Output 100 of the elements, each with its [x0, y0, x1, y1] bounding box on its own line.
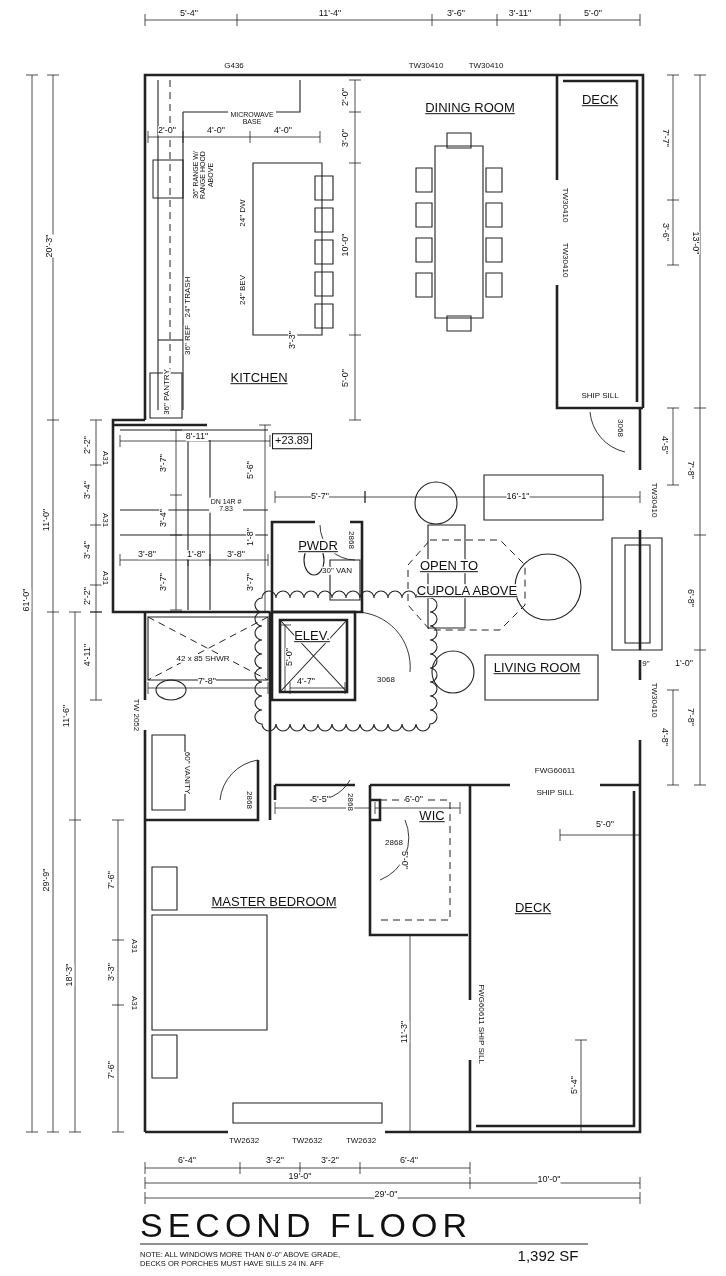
room-label: DINING ROOM [425, 101, 515, 115]
plan-label: TW30410 [560, 187, 570, 223]
room-label: OPEN TO [420, 559, 478, 573]
plan-label: SHIP SILL [581, 391, 619, 401]
dimension-label: 6'-0" [405, 795, 423, 805]
dimension-label: 3'-8" [138, 550, 156, 560]
dimension-label: 29'-0" [374, 1190, 398, 1200]
dimension-label: 4'-0" [274, 126, 292, 136]
dimension-label: 11'-0" [42, 508, 52, 532]
dimension-label: 3'-2" [321, 1156, 339, 1166]
dimension-label: 5'-0" [285, 648, 295, 666]
plan-label: TW30410 [468, 61, 504, 71]
dimension-label: 16'-1" [506, 492, 530, 502]
dimension-label: 2'-0" [341, 88, 351, 106]
dimension-label: 3'-6" [447, 9, 465, 19]
dimension-label: 4'-5" [659, 436, 669, 454]
dimension-label: 4'-8" [659, 728, 669, 746]
dimension-label: 3'-4" [83, 481, 93, 499]
dimension-label: 2'-0" [158, 126, 176, 136]
plan-label: 2868 [345, 793, 355, 811]
elevation-tag: +23.89 [272, 433, 312, 449]
plan-label: A31 [100, 570, 110, 586]
dimension-label: 3'-2" [266, 1156, 284, 1166]
dimension-label: 4'-7" [297, 677, 315, 687]
dimension-label: 11'-4" [318, 9, 342, 19]
plan-label: 3068 [615, 419, 625, 437]
room-label: LIVING ROOM [493, 661, 581, 675]
plan-label: 24" BEV [238, 275, 248, 305]
dimension-label: 20'-3" [45, 234, 55, 258]
plan-label: TW30410 [408, 61, 444, 71]
dimension-label: 3'-8" [227, 550, 245, 560]
plan-label: FWG60611 SHIP SILL [476, 984, 486, 1064]
plan-label: 2868 [244, 791, 254, 809]
plan-label: A31 [129, 938, 139, 954]
drawing-title: SECOND FLOOR [140, 1206, 473, 1245]
dimension-label: 7'-8" [198, 677, 216, 687]
room-label: MASTER BEDROOM [211, 895, 337, 909]
dimension-label: 6'-8" [685, 589, 695, 607]
dimension-label: 3'-7" [159, 573, 169, 591]
dimension-label: 5'-5" [312, 795, 330, 805]
plan-label: 60" VANITY [182, 751, 192, 795]
dimension-label: 7'-8" [685, 708, 695, 726]
plan-label: TW2632 [291, 1136, 323, 1146]
dimension-label: 10'-0" [537, 1175, 561, 1185]
room-label: CUPOLA ABOVE [416, 584, 518, 598]
dimension-label: 4'-11" [83, 643, 93, 667]
dimension-label: 5'-0" [584, 9, 602, 19]
plan-label: SHIP SILL [536, 788, 574, 798]
plan-label: A31 [100, 512, 110, 528]
room-label: WIC [419, 809, 445, 823]
dimension-label: 1'-0" [675, 659, 693, 669]
dimension-label: 10'-0" [341, 233, 351, 257]
plan-label: 9" [642, 659, 650, 669]
plan-label: 24" DW [238, 199, 248, 227]
plan-label: 36" PANTRY [162, 369, 172, 415]
dimension-label: 4'-0" [207, 126, 225, 136]
room-label: ELEV. [294, 629, 330, 643]
plan-label: 24" TRASH [183, 276, 193, 318]
dimension-label: 18'-3" [65, 963, 75, 987]
plan-label: TW30410 [649, 682, 659, 718]
room-label: PWDR [298, 539, 338, 553]
dimension-label: 3'-4" [83, 541, 93, 559]
dimension-label: 5'-6" [246, 461, 256, 479]
dimension-label: 3'-0" [341, 129, 351, 147]
plan-label: TW30410 [560, 242, 570, 278]
room-label: DECK [514, 901, 552, 915]
dimension-label: 3'-3" [107, 963, 117, 981]
dimension-label: 3'-7" [159, 454, 169, 472]
dimension-label: 29'-9" [42, 868, 52, 892]
plan-label: 2868 [385, 838, 403, 848]
dimension-label: 7'-6" [107, 1061, 117, 1079]
plan-label: TW 2052 [131, 698, 141, 732]
dimension-label: 6'-4" [400, 1156, 418, 1166]
dimension-label: 11'-3" [400, 1020, 410, 1044]
room-label: DECK [581, 93, 619, 107]
dimension-label: 5'-4" [180, 9, 198, 19]
dimension-label: 5'-0" [596, 820, 614, 830]
plan-label: 30" VAN [322, 566, 352, 576]
plan-label: G436 [224, 61, 244, 71]
dimension-label: 11'-6" [62, 704, 72, 728]
dimension-label: 5'-0" [341, 369, 351, 387]
dimension-label: 5'-4" [570, 1076, 580, 1094]
plan-label: A31 [100, 450, 110, 466]
plan-label: 42 x 85 SHWR [176, 654, 230, 664]
dimension-label: 3'-6" [660, 223, 670, 241]
dimension-label: 19'-0" [288, 1172, 312, 1182]
dimension-label: 1'-8" [187, 550, 205, 560]
dimension-label: 6'-4" [178, 1156, 196, 1166]
plan-label: TW2632 [228, 1136, 260, 1146]
plan-label: 2868 [346, 531, 356, 549]
dimension-label: 2'-2" [83, 436, 93, 454]
plan-label: A31 [129, 995, 139, 1011]
dimension-label: 8'-11" [185, 432, 209, 442]
dimension-label: 13'-0" [690, 231, 700, 255]
plan-label: FWG60611 [534, 766, 576, 776]
dimension-label: 61'-0" [22, 588, 32, 612]
dimension-label: 7'-8" [685, 461, 695, 479]
plan-label: TW2632 [345, 1136, 377, 1146]
dimension-label: 7'-6" [107, 871, 117, 889]
dimension-label: 5'-0" [399, 851, 409, 869]
